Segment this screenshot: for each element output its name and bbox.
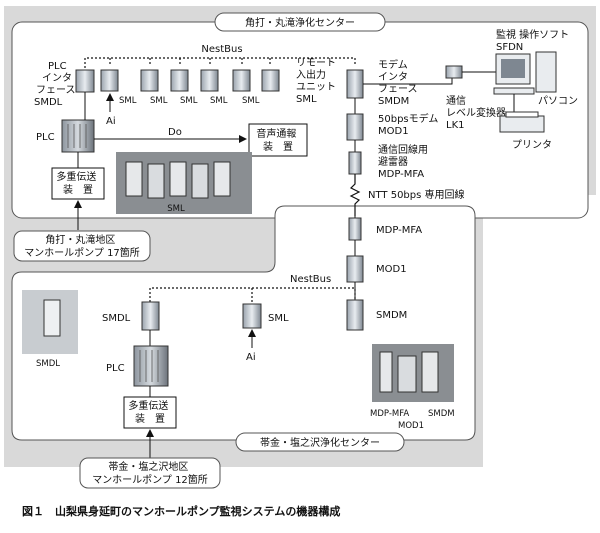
lower-center-title: 帯金・塩之沢浄化センター bbox=[260, 436, 380, 449]
lower-multiplex-box bbox=[123, 396, 177, 429]
upper-smdl-device bbox=[75, 69, 95, 93]
ntt-leased-line bbox=[349, 174, 361, 216]
figure-caption: 図１ 山梨県身延町のマンホールポンプ監視システムの機器構成 bbox=[22, 504, 340, 518]
photo-mdp-label: MDP-MFA bbox=[370, 409, 409, 419]
lower-title-pill bbox=[235, 432, 405, 452]
upper-sml-device-3 bbox=[170, 69, 189, 92]
do-label: Do bbox=[168, 127, 182, 138]
lower-plc-rack bbox=[133, 345, 169, 387]
sml-label-1: SML bbox=[119, 96, 137, 106]
lower-mdp-label: MDP-MFA bbox=[376, 225, 422, 236]
lower-smdm-label: SMDM bbox=[376, 310, 407, 321]
arrester-label: 通信回線用 避雷器 MDP-MFA bbox=[378, 143, 431, 180]
lower-sml-label: SML bbox=[268, 313, 289, 324]
remote-io-label: リモート 入出力 ユニット SML bbox=[296, 58, 339, 105]
level-converter bbox=[445, 65, 463, 79]
monitor-software-label: 監視 操作ソフト SFDN bbox=[496, 28, 572, 53]
lower-sml-device bbox=[242, 303, 262, 329]
upper-plc-label: PLC bbox=[36, 132, 55, 143]
smdl-photo-label: SMDL bbox=[36, 359, 60, 369]
printer bbox=[499, 115, 545, 133]
upper-title-pill bbox=[214, 12, 386, 32]
plc-interface-label: PLC インタ フェース SMDL bbox=[34, 61, 79, 108]
upper-center-title: 角打・丸滝浄化センター bbox=[245, 16, 355, 29]
pc-keyboard bbox=[493, 87, 535, 95]
upper-source-pill bbox=[13, 230, 151, 262]
upper-sml-device-1 bbox=[100, 69, 119, 92]
lower-multiplex-label: 多重伝送 装 置 bbox=[128, 399, 171, 425]
upper-nestbus-label: NestBus bbox=[201, 44, 242, 55]
sml-photo-label: SML bbox=[167, 204, 185, 214]
lower-source-pill bbox=[79, 457, 221, 489]
lower-smdl-label: SMDL bbox=[102, 313, 131, 324]
printer-label: プリンタ bbox=[512, 139, 552, 151]
upper-ai-label: Ai bbox=[106, 116, 116, 127]
sml-label-5: SML bbox=[242, 96, 260, 106]
upper-sml-device-5 bbox=[232, 69, 251, 92]
modem-50bps-label: 50bpsモデム MOD1 bbox=[378, 112, 442, 137]
pc-label: パソコン bbox=[538, 95, 578, 107]
pc-tower bbox=[535, 51, 557, 93]
upper-nestbus-line bbox=[84, 57, 356, 68]
upper-arrester-device bbox=[348, 151, 362, 175]
lower-mod1-device bbox=[346, 255, 364, 283]
lower-ai-label: Ai bbox=[246, 352, 256, 363]
upper-mod1-device bbox=[346, 113, 364, 141]
lower-source-label: 帯金・塩之沢地区 マンホールポンプ 12箇所 bbox=[92, 460, 208, 486]
lower-plc-label: PLC bbox=[106, 363, 125, 374]
upper-source-label: 角打・丸滝地区 マンホールポンプ 17箇所 bbox=[24, 233, 140, 259]
lower-mdp-device bbox=[348, 217, 362, 241]
upper-smdm-device bbox=[346, 69, 364, 99]
upper-plc-rack bbox=[61, 119, 95, 153]
ntt-line-label: NTT 50bps 専用回線 bbox=[368, 188, 465, 201]
audio-notice-box bbox=[248, 123, 308, 157]
audio-notice-label: 音声通報 装 置 bbox=[256, 127, 299, 153]
lower-nestbus-line bbox=[149, 287, 356, 304]
upper-sml-device-4 bbox=[200, 69, 219, 92]
level-converter-label: 通信 レベル変換器 LK1 bbox=[446, 95, 509, 131]
upper-sml-device-2 bbox=[140, 69, 159, 92]
sml-label-4: SML bbox=[210, 96, 228, 106]
lower-nestbus-label: NestBus bbox=[290, 274, 331, 285]
upper-multiplex-label: 多重伝送 装 置 bbox=[56, 170, 99, 196]
lower-mod1-label: MOD1 bbox=[376, 264, 407, 275]
lower-smdm-device bbox=[346, 299, 364, 331]
sml-label-3: SML bbox=[180, 96, 198, 106]
lower-smdl-device bbox=[141, 301, 160, 331]
photo-mod1-label: MOD1 bbox=[398, 421, 424, 431]
upper-multiplex-box bbox=[51, 167, 105, 200]
modem-interface-label: モデム インタ フェース SMDM bbox=[378, 58, 421, 107]
sml-label-2: SML bbox=[150, 96, 168, 106]
upper-sml-device-6 bbox=[261, 69, 280, 92]
photo-smdm-label: SMDM bbox=[428, 409, 455, 419]
